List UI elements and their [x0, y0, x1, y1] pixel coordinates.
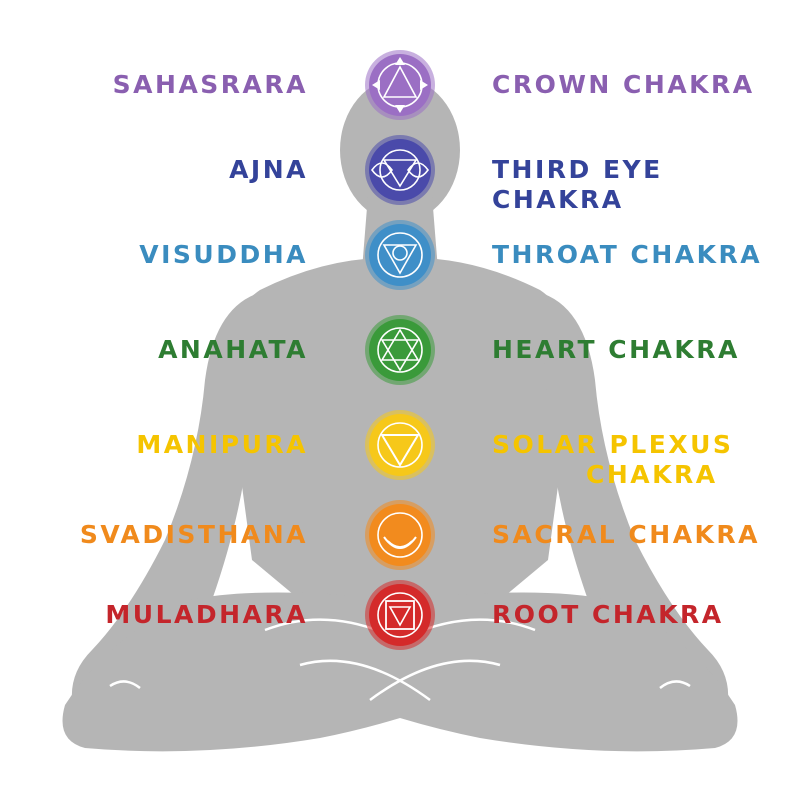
- eye-icon: [365, 135, 435, 205]
- chakra-sanskrit-name: MANIPURA: [136, 430, 308, 459]
- chakra-english-name-line1: THIRD EYE CHAKRA: [492, 155, 663, 214]
- chakra-english-name: HEART CHAKRA: [492, 335, 792, 365]
- chakra-row: ANAHATA HEART CHAKRA: [0, 315, 800, 385]
- chakra-row: SAHASRARA CROWN CHAKRA: [0, 50, 800, 120]
- hexagram-icon: [365, 315, 435, 385]
- chakra-sanskrit-name: SAHASRARA: [112, 70, 308, 99]
- chakra-sanskrit-name: ANAHATA: [158, 335, 308, 364]
- chakra-english-name-line1: CROWN CHAKRA: [492, 70, 755, 99]
- chakra-english-name-line1: SOLAR PLEXUS: [492, 430, 734, 459]
- chakra-sanskrit-name: VISUDDHA: [139, 240, 308, 269]
- chakra-english-name-line1: THROAT CHAKRA: [492, 240, 763, 269]
- chakra-row: SVADISTHANA SACRAL CHAKRA: [0, 500, 800, 570]
- chakra-row: AJNA THIRD EYE CHAKRA: [0, 135, 800, 214]
- chakra-sanskrit-name: MULADHARA: [105, 600, 308, 629]
- chakra-sanskrit-name: AJNA: [229, 155, 308, 184]
- chakra-english-name: THROAT CHAKRA: [492, 240, 792, 270]
- lotus-icon: [365, 50, 435, 120]
- crescent-icon: [365, 500, 435, 570]
- chakra-english-name: CROWN CHAKRA: [492, 70, 792, 100]
- chakra-english-name-line1: HEART CHAKRA: [492, 335, 740, 364]
- chakra-english-name-line2: CHAKRA: [586, 460, 718, 489]
- square-icon: [365, 580, 435, 650]
- chakra-row: VISUDDHA THROAT CHAKRA: [0, 220, 800, 290]
- chakra-sanskrit-name: SVADISTHANA: [79, 520, 308, 549]
- chakra-english-name-line1: ROOT CHAKRA: [492, 600, 724, 629]
- chakra-english-name: THIRD EYE CHAKRA: [492, 155, 792, 215]
- triangle-circle-icon: [365, 220, 435, 290]
- inverted-triangle-icon: [365, 410, 435, 480]
- chakra-english-name-line1: SACRAL CHAKRA: [492, 520, 761, 549]
- chakra-row: MULADHARA ROOT CHAKRA: [0, 580, 800, 650]
- chakra-english-name: SACRAL CHAKRA: [492, 520, 792, 550]
- chakra-english-name: ROOT CHAKRA: [492, 600, 792, 630]
